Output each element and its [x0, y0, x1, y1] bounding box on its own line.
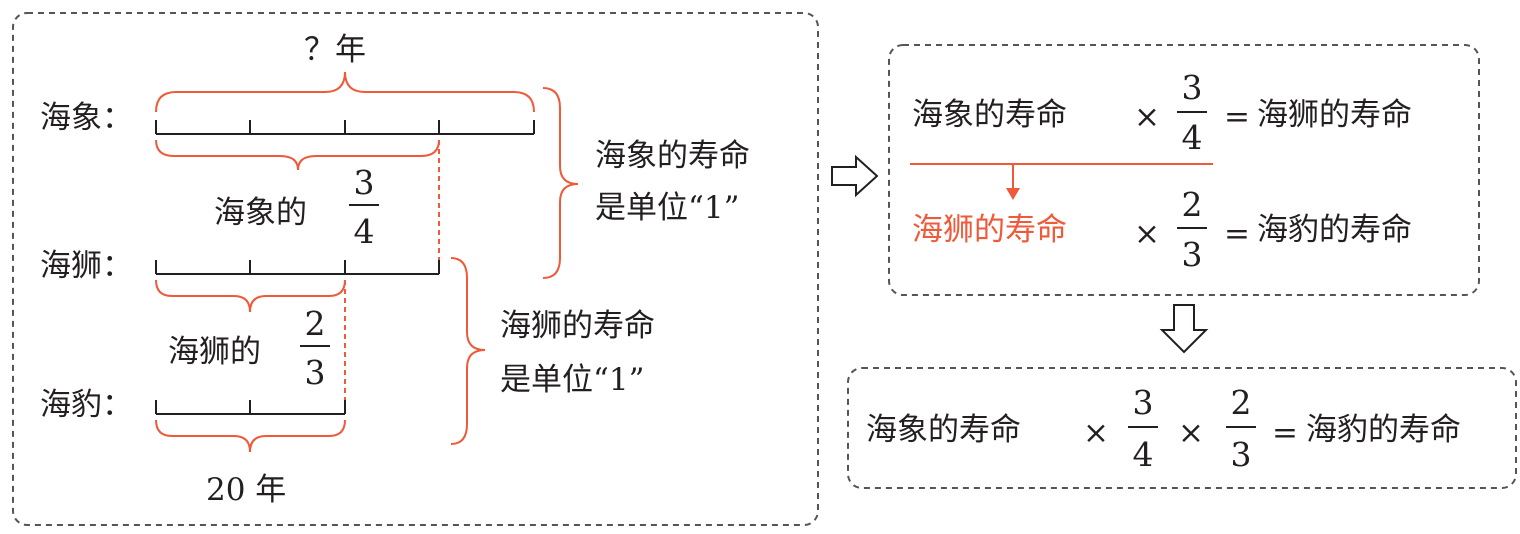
seal-total-brace: [155, 419, 346, 453]
sealion-unit-brace: [450, 257, 486, 445]
eq2-multiply: ×: [1134, 216, 1160, 252]
eq2-denominator: 3: [1182, 235, 1203, 274]
sealion-fraction-denominator: 3: [305, 353, 326, 392]
eq2-equals: =: [1224, 216, 1250, 252]
eq2-numerator: 2: [1182, 185, 1203, 224]
eq3-denominator-1: 4: [1133, 435, 1154, 474]
sealion-fraction-numerator: 2: [305, 304, 326, 343]
top-equations-panel-border: [888, 44, 1480, 296]
eq1-equals: =: [1224, 99, 1250, 135]
eq3-equals: =: [1272, 415, 1298, 451]
sealion-unit-note-line2: 是单位“1”: [500, 362, 644, 398]
red-down-arrow-icon: [1006, 188, 1020, 200]
sealion-unit-note-line1: 海狮的寿命: [500, 308, 655, 344]
sealion-row-label: 海狮：: [40, 248, 133, 284]
walrus-fraction-denominator: 4: [354, 212, 375, 251]
bottom-equation-panel-border: [847, 367, 1517, 489]
eq3-left: 海象的寿命: [866, 412, 1021, 448]
walrus-three-quarter-brace: [155, 139, 440, 171]
sealion-two-thirds-brace: [155, 279, 346, 313]
walrus-fraction-numerator: 3: [354, 163, 375, 202]
sealion-fraction-prefix: 海狮的: [168, 334, 261, 370]
eq3-denominator-2: 3: [1231, 435, 1252, 474]
eq1-left: 海象的寿命: [912, 97, 1067, 133]
left-panel-border: [12, 12, 819, 526]
walrus-unit-note-line2: 是单位“1”: [595, 190, 739, 226]
walrus-unit-brace: [542, 87, 579, 279]
down-arrow-icon: [1159, 304, 1209, 354]
walrus-total-brace: [155, 71, 535, 113]
seal-segment: [155, 400, 346, 415]
eq1-denominator: 4: [1182, 118, 1203, 157]
walrus-row-label: 海象：: [40, 100, 133, 136]
eq3-multiply-2: ×: [1178, 415, 1204, 451]
eq3-numerator-2: 2: [1231, 383, 1252, 422]
eq3-right: 海豹的寿命: [1306, 412, 1461, 448]
eq2-left: 海狮的寿命: [912, 212, 1067, 248]
eq1-numerator: 3: [1182, 68, 1203, 107]
eq3-numerator-1: 3: [1133, 383, 1154, 422]
walrus-unit-note-line1: 海象的寿命: [595, 138, 750, 174]
sealion-segment: [155, 260, 440, 275]
seal-row-label: 海豹：: [40, 387, 133, 423]
eq2-right: 海豹的寿命: [1257, 212, 1412, 248]
eq1-multiply: ×: [1134, 99, 1160, 135]
question-years-label: ？年: [304, 32, 366, 68]
eq3-multiply-1: ×: [1083, 415, 1109, 451]
eq1-right: 海狮的寿命: [1257, 97, 1412, 133]
walrus-fraction-prefix: 海象的: [214, 195, 307, 231]
seal-years-label: 20 年: [206, 472, 286, 508]
right-arrow-icon: [831, 154, 879, 198]
walrus-segment: [155, 120, 535, 135]
